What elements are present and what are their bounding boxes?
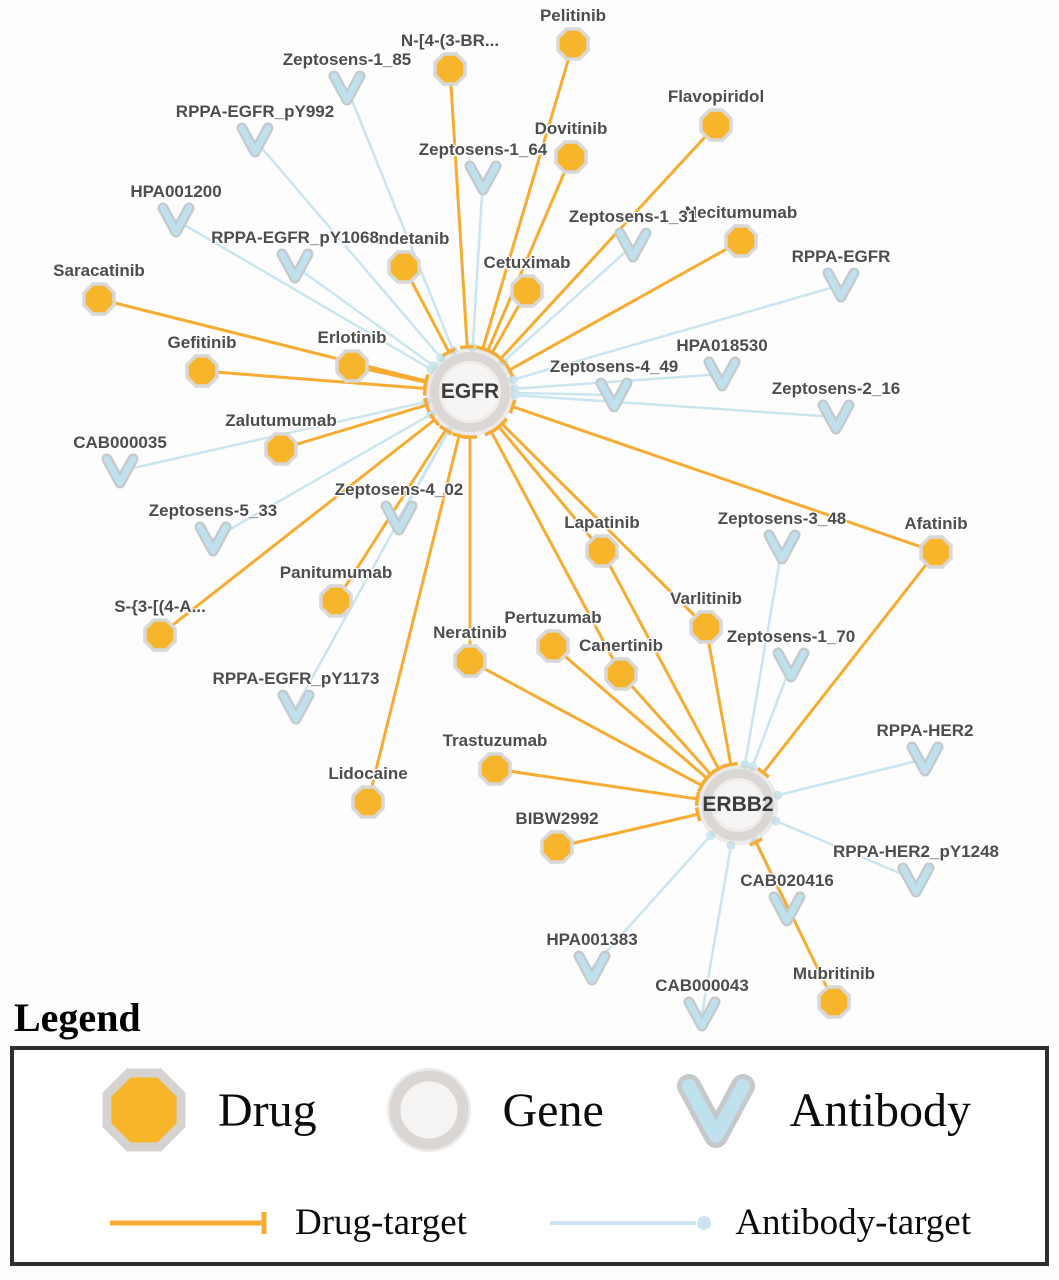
edge-n4-3br-egfr	[448, 68, 469, 348]
edge-necitumumab-egfr	[508, 239, 742, 372]
edge-s3-4a-egfr	[159, 418, 436, 637]
edge-zeptosens-4-49-egfr	[514, 391, 615, 397]
edge-rppa-her2-py1248-erbb2	[775, 819, 917, 882]
legend-item-drug-target: Drug-target	[106, 1201, 467, 1244]
legend-item-gene: Gene	[383, 1064, 604, 1156]
edge-flavopiridol-egfr	[499, 123, 718, 360]
edge-rppa-egfr-egfr	[512, 283, 842, 381]
drug-octagon-icon	[102, 1068, 186, 1152]
edge-afatinib-egfr	[512, 405, 937, 554]
edge-hpa018530-egfr	[514, 372, 723, 391]
legend-gene-label: Gene	[502, 1083, 604, 1137]
edge-trastuzumab-erbb2	[494, 767, 698, 801]
legend-item-antibody-target: Antibody-target	[546, 1201, 971, 1244]
edge-zeptosens-1-64-egfr	[471, 177, 485, 348]
edge-hpa001200-egfr	[175, 218, 432, 371]
legend-item-drug: Drug	[98, 1064, 317, 1156]
edge-cab000043-erbb2	[700, 845, 733, 1015]
antibody-target-line-icon	[550, 1215, 712, 1230]
edge-zeptosens-1-85-egfr	[345, 87, 455, 351]
edge-zeptosens-3-48-erbb2	[743, 546, 784, 765]
edge-varlitinib-erbb2	[704, 626, 733, 765]
legend-item-antibody: Antibody	[670, 1064, 971, 1156]
drug-target-line-icon	[110, 1211, 267, 1234]
edge-dovitinib-egfr	[486, 156, 573, 352]
edge-gefitinib-egfr	[201, 369, 426, 390]
edge-varlitinib-egfr	[500, 422, 708, 629]
legend-antibody-label: Antibody	[789, 1083, 971, 1137]
edge-rppa-egfr-py1173-egfr	[294, 430, 450, 708]
legend-shapes-row: Drug Gene Antibody	[48, 1064, 1011, 1156]
legend-box: Drug Gene Antibody	[10, 1046, 1049, 1266]
edge-rppa-egfr-py1068-egfr	[294, 264, 435, 367]
legend-drug-label: Drug	[218, 1083, 317, 1137]
edge-pertuzumab-erbb2	[552, 644, 708, 780]
edge-bibw2992-erbb2	[556, 812, 699, 849]
edge-canertinib-egfr	[489, 430, 623, 675]
edge-lapatinib-egfr	[497, 425, 604, 552]
gene-circle-icon	[386, 1068, 471, 1152]
edge-hpa001383-erbb2	[591, 834, 712, 969]
edge-zeptosens-2-16-egfr	[514, 393, 837, 419]
edge-mubritinib-erbb2	[754, 841, 836, 1003]
edge-neratinib-erbb2	[469, 659, 703, 787]
edge-lapatinib-erbb2	[600, 550, 720, 770]
edge-lidocaine-egfr	[366, 435, 461, 803]
edge-pelitinib-egfr	[481, 43, 575, 350]
legend-heading: Legend	[14, 995, 141, 1040]
legend-antibody-target-label: Antibody-target	[735, 1202, 971, 1243]
edge-rppa-her2-erbb2	[777, 757, 926, 797]
edge-canertinib-erbb2	[619, 673, 712, 776]
legend-drug-target-label: Drug-target	[295, 1202, 467, 1243]
legend-edges-row: Drug-target Antibody-target	[48, 1201, 1011, 1244]
edge-zeptosens-1-31-egfr	[502, 244, 634, 363]
edge-afatinib-erbb2	[762, 551, 938, 774]
antibody-chevron-icon	[676, 1074, 755, 1148]
edge-saracatinib-egfr	[98, 297, 427, 383]
edge-rppa-egfr-py992-egfr	[254, 139, 442, 359]
edge-erlotinib-egfr	[351, 364, 427, 384]
edge-zeptosens-5-33-egfr	[212, 413, 432, 541]
edge-zalutumumab-egfr	[280, 403, 428, 451]
